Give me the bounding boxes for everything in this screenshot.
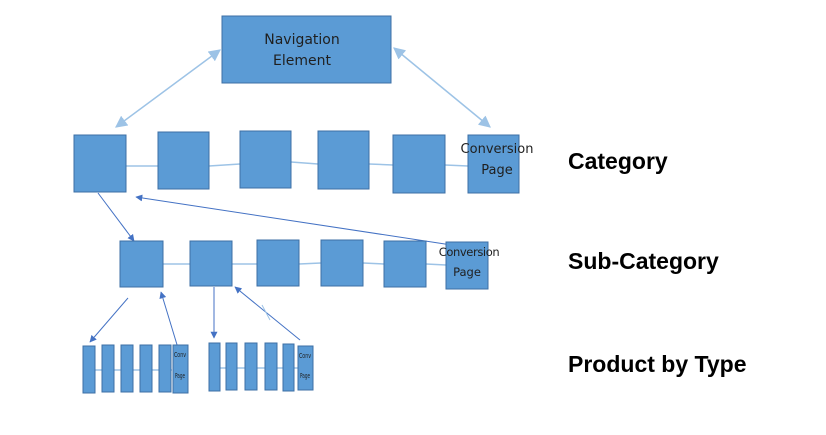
category-conversion-page-box (467, 134, 520, 194)
subcategory-conversion-page-box (445, 241, 489, 290)
subcategory-label: Sub-Category (568, 248, 719, 274)
subcategory-connectors (163, 262, 447, 266)
subcategory-box-2 (189, 240, 233, 287)
product-right-conversion-box (297, 345, 314, 391)
product-group-right: Conv Page (208, 342, 314, 392)
product-left-box-5 (158, 344, 172, 393)
navigation-element-line2: Element (273, 53, 331, 69)
product-by-type-label: Product by Type (568, 351, 747, 377)
product-right-conversion-text1: Conv (299, 352, 311, 360)
product-right-box-2 (225, 342, 238, 391)
category-label: Category (568, 148, 668, 174)
category-conversion-page-line2: Page (481, 163, 512, 178)
product-right-box-3 (244, 342, 258, 391)
product-right-box-1 (208, 342, 221, 392)
nav-to-category-arrow-left (115, 49, 221, 128)
category-box-1 (73, 134, 127, 193)
conversion-to-category-arrow (135, 194, 459, 247)
sub2-product-light-line (261, 304, 271, 321)
category-connectors (126, 161, 469, 167)
navigation-element-line1: Navigation (264, 32, 340, 48)
subcategory-box-5 (383, 240, 427, 288)
category-to-subcategory-arrow (97, 192, 135, 242)
category-conversion-page-line1: Conversion (461, 142, 534, 157)
category-box-4 (317, 130, 370, 190)
category-box-3 (239, 130, 292, 189)
product-left-box-4 (139, 344, 153, 393)
category-box-2 (157, 131, 210, 190)
subcategory-to-product-arrows (89, 286, 301, 349)
product-right-box-5 (282, 343, 295, 392)
subcategory-box-3 (256, 239, 300, 287)
subcategory-box-1 (119, 240, 164, 288)
subcategory-box-4 (320, 239, 364, 287)
subcategory-conversion-page-line2: Page (453, 265, 481, 279)
product-left-conversion-box (172, 344, 189, 394)
sub1-to-products-arrow (89, 297, 129, 343)
subcategory-conversion-page-line1: Conversion (439, 245, 500, 259)
product-right-box-4 (264, 342, 278, 391)
product-group-left: Conv Page (82, 344, 189, 394)
product-to-sub2-arrow (234, 286, 301, 341)
category-row (73, 130, 520, 194)
subcategory-row (119, 239, 489, 290)
product-to-sub1-arrow (159, 291, 179, 349)
category-box-5 (392, 134, 446, 194)
product-right-conversion-text2: Page (300, 372, 310, 380)
product-left-box-1 (82, 345, 96, 394)
navigation-element-box (221, 15, 392, 84)
product-left-conversion-text1: Conv (174, 351, 186, 359)
nav-to-category-arrow-right (393, 47, 491, 128)
product-left-conversion-text2: Page (175, 372, 185, 380)
product-left-box-2 (101, 344, 115, 393)
product-left-box-3 (120, 344, 134, 393)
